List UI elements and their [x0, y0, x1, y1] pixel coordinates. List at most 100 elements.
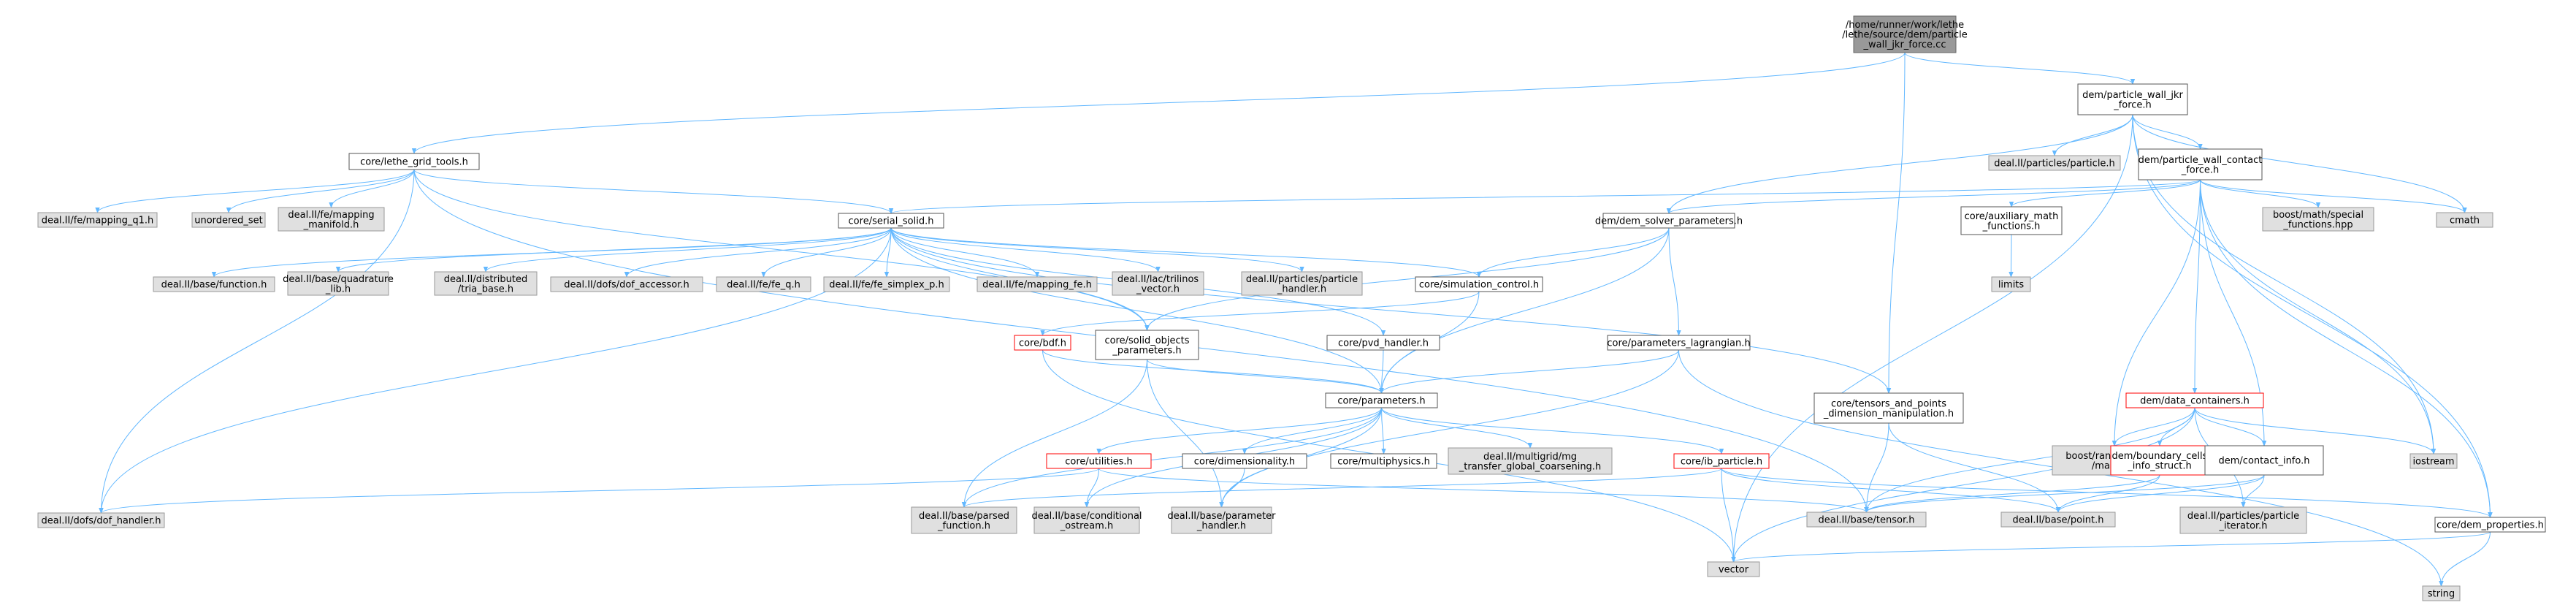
graph-node-sim-control[interactable]: core/simulation_control.h	[1415, 276, 1543, 292]
graph-node-mapping-fe[interactable]: deal.II/fe/mapping_fe.h	[976, 276, 1098, 292]
node-box	[1326, 335, 1440, 351]
graph-node-trilinos-vec[interactable]: deal.II/lac/trilinos_vector.h	[1112, 271, 1204, 296]
node-label-line: _functions.hpp	[2282, 219, 2353, 230]
node-label-line: deal.II/fe/fe_simplex_p.h	[829, 280, 944, 291]
edge-pw_contact-to-boost_range	[2114, 179, 2201, 446]
node-label-line: _parameters.h	[1112, 345, 1181, 356]
node-box	[2110, 445, 2209, 476]
graph-node-vector[interactable]: vector	[1707, 561, 1760, 577]
graph-node-dimensionality[interactable]: core/dimensionality.h	[1182, 453, 1307, 469]
node-label-line: boost/math/special	[2273, 210, 2363, 221]
graph-node-ib-particle[interactable]: core/ib_particle.h	[1673, 453, 1770, 469]
node-box	[2138, 148, 2263, 180]
node-label-line: _force.h	[2181, 164, 2220, 175]
graph-node-parsed-function[interactable]: deal.II/base/parsed_function.h	[911, 506, 1017, 534]
edge-contact_info-to-particle_iter	[2244, 474, 2265, 508]
node-label-line: dem/boundary_cells	[2112, 451, 2208, 462]
edge-pw_jkr-to-particles_h	[2055, 114, 2133, 156]
graph-node-string[interactable]: string	[2422, 585, 2461, 601]
node-label-line: deal.II/base/conditional	[1031, 511, 1142, 522]
edge-grid_tools-to-serial_solid	[413, 169, 891, 214]
node-box	[911, 506, 1017, 534]
edge-pw_contact-to-iostream	[2200, 179, 2434, 454]
graph-node-dist-tria[interactable]: deal.II/distributed/tria_base.h	[434, 271, 538, 296]
node-box	[2077, 83, 2188, 115]
graph-node-pw-contact[interactable]: dem/particle_wall_contact_force.h	[2138, 148, 2263, 180]
graph-node-serial-solid[interactable]: core/serial_solid.h	[838, 213, 944, 229]
graph-node-unordered-set[interactable]: unordered_set	[191, 212, 266, 228]
edges-layer	[98, 52, 2491, 586]
node-label-line: core/solid_objects	[1104, 335, 1189, 346]
graph-node-limits[interactable]: limits	[1991, 276, 2031, 292]
graph-node-dem-properties[interactable]: core/dem_properties.h	[2434, 517, 2546, 533]
graph-node-aux-math[interactable]: core/auxiliary_math_functions.h	[1960, 206, 2063, 235]
graph-node-point[interactable]: deal.II/base/point.h	[2000, 512, 2116, 528]
graph-node-dof-accessor[interactable]: deal.II/dofs/dof_accessor.h	[550, 276, 703, 292]
node-label-line: core/parameters_lagrangian.h	[1607, 338, 1750, 349]
graph-node-utilities[interactable]: core/utilities.h	[1046, 453, 1152, 469]
graph-node-solid-objects[interactable]: core/solid_objects_parameters.h	[1095, 330, 1199, 360]
node-box	[191, 212, 266, 228]
edge-pw_contact-to-boost_special	[2200, 179, 2319, 208]
graph-node-fe-q[interactable]: deal.II/fe/fe_q.h	[716, 276, 811, 292]
node-box	[1448, 447, 1613, 475]
graph-node-tensors-points[interactable]: core/tensors_and_points_dimension_manipu…	[1813, 392, 1964, 424]
graph-node-pw-jkr[interactable]: dem/particle_wall_jkr_force.h	[2077, 83, 2188, 115]
edge-serial_solid-to-dof_accessor	[627, 227, 892, 278]
graph-node-dof-handler[interactable]: deal.II/dofs/dof_handler.h	[37, 512, 165, 528]
graph-node-tensor[interactable]: deal.II/base/tensor.h	[1806, 512, 1927, 528]
node-box	[1095, 330, 1199, 360]
node-box	[348, 153, 480, 170]
graph-node-mapping-q1[interactable]: deal.II/fe/mapping_q1.h	[37, 212, 158, 228]
node-label-line: deal.II/fe/fe_q.h	[727, 280, 800, 291]
edge-pw_contact-to-dem_solver_params	[1669, 179, 2201, 214]
graph-node-iostream[interactable]: iostream	[2409, 453, 2458, 469]
node-label-line: core/utilities.h	[1065, 457, 1133, 468]
edge-data_containers-to-boost_range	[2114, 407, 2195, 446]
graph-node-contact-info[interactable]: dem/contact_info.h	[2204, 445, 2324, 476]
node-box	[1707, 561, 1760, 577]
edge-dem_solver_params-to-parameters	[1382, 227, 1670, 393]
graph-node-dem-solver-params[interactable]: dem/dem_solver_parameters.h	[1595, 213, 1743, 229]
graph-node-cmath[interactable]: cmath	[2436, 212, 2493, 228]
graph-node-particle-handler[interactable]: deal.II/particles/particle_handler.h	[1241, 271, 1363, 296]
graph-node-quad-lib[interactable]: deal.II/base/quadrature_lib.h	[283, 271, 394, 296]
graph-node-params-lagr[interactable]: core/parameters_lagrangian.h	[1607, 335, 1751, 351]
edge-pw_jkr-to-vector	[1734, 114, 2133, 562]
edge-serial_solid-to-fe_q	[764, 227, 892, 278]
graph-node-boost-special[interactable]: boost/math/special_functions.hpp	[2262, 207, 2374, 232]
node-label-line: dem/dem_solver_parameters.h	[1595, 216, 1743, 227]
node-label-line: deal.II/particles/particle.h	[1994, 159, 2115, 170]
graph-node-root[interactable]: /home/runner/work/lethe/lethe/source/dem…	[1842, 15, 1968, 53]
graph-node-data-containers[interactable]: dem/data_containers.h	[2125, 392, 2264, 408]
graph-node-bdf[interactable]: core/bdf.h	[1014, 335, 1071, 351]
graph-node-particle-iter[interactable]: deal.II/particles/particle_iterator.h	[2179, 506, 2307, 534]
graph-node-mapping-manifold[interactable]: deal.II/fe/mapping_manifold.h	[278, 207, 385, 232]
edge-solid_objects-to-parsed_function	[964, 359, 1147, 507]
node-label-line: deal.II/base/parsed	[919, 511, 1009, 522]
graph-node-pvd-handler[interactable]: core/pvd_handler.h	[1326, 335, 1440, 351]
node-box	[1415, 276, 1543, 292]
edge-dem_properties-to-string	[2442, 531, 2491, 586]
graph-node-grid-tools[interactable]: core/lethe_grid_tools.h	[348, 153, 480, 170]
graph-node-base-function[interactable]: deal.II/base/function.h	[153, 276, 275, 292]
node-box	[976, 276, 1098, 292]
edge-pw_contact-to-data_containers	[2195, 179, 2201, 393]
graph-node-mg-transfer[interactable]: deal.II/multigrid/mg_transfer_global_coa…	[1448, 447, 1613, 475]
node-label-line: deal.II/base/parameter	[1167, 511, 1276, 522]
graph-node-particles-h[interactable]: deal.II/particles/particle.h	[1988, 155, 2121, 171]
node-label-line: core/multiphysics.h	[1337, 457, 1430, 468]
graph-node-fe-simplex[interactable]: deal.II/fe/fe_simplex_p.h	[823, 276, 950, 292]
graph-node-parameters[interactable]: core/parameters.h	[1325, 392, 1438, 408]
graph-node-cond-ostream[interactable]: deal.II/base/conditional_ostream.h	[1031, 506, 1142, 534]
graph-node-param-handler[interactable]: deal.II/base/parameter_handler.h	[1167, 506, 1276, 534]
node-label-line: _functions.h	[1982, 221, 2041, 232]
node-label-line: core/auxiliary_math	[1965, 211, 2059, 222]
edge-root-to-tensors_points	[1889, 52, 1906, 393]
graph-node-multiphysics[interactable]: core/multiphysics.h	[1330, 453, 1437, 469]
graph-node-boundary-cells[interactable]: dem/boundary_cells_info_struct.h	[2110, 445, 2209, 476]
node-label-line: /lethe/source/dem/particle	[1842, 30, 1968, 41]
node-box	[2436, 212, 2493, 228]
edge-grid_tools-to-unordered_set	[229, 169, 415, 213]
node-box	[2204, 445, 2324, 476]
